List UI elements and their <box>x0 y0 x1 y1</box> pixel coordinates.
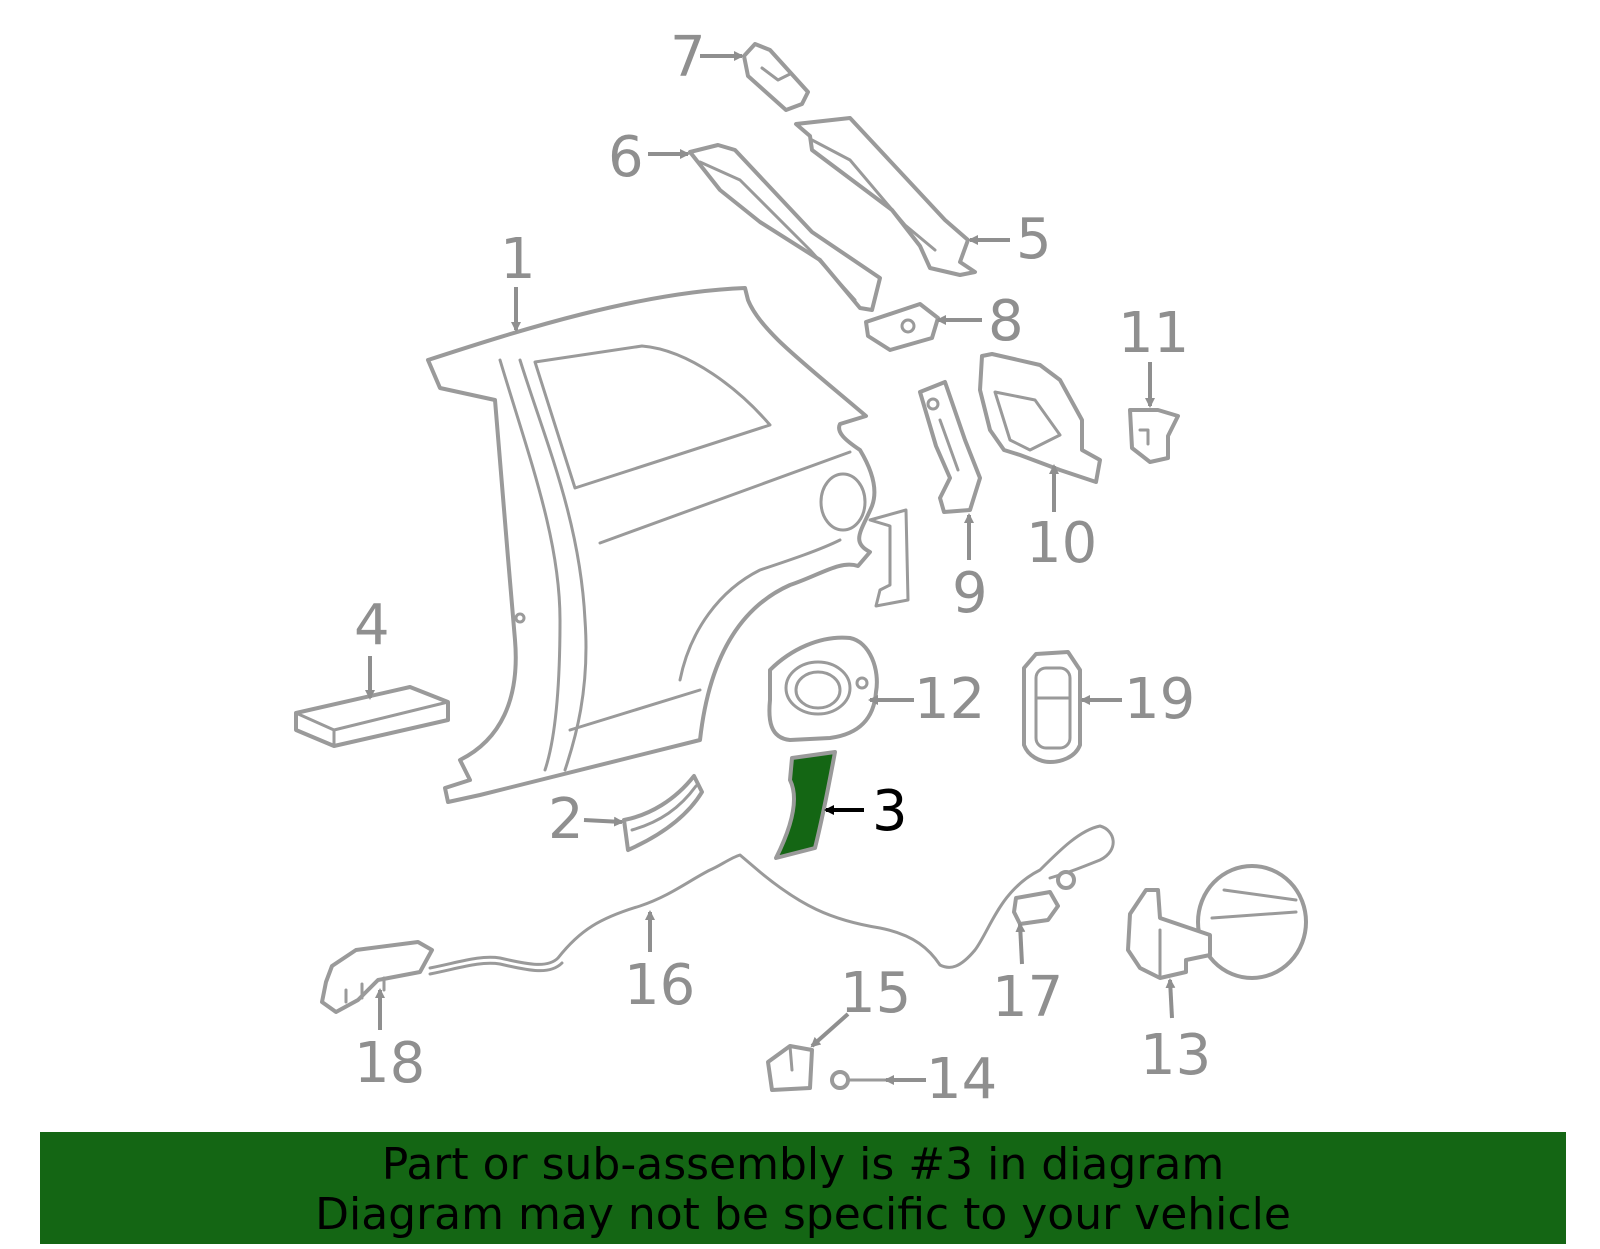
callout-12: 12 <box>914 667 985 732</box>
callout-labels: 1 2 3 4 5 6 7 8 9 10 11 12 13 14 15 16 1… <box>354 25 1211 1112</box>
callout-7: 7 <box>670 25 706 90</box>
callout-13: 13 <box>1140 1023 1211 1088</box>
leader-13 <box>1165 978 1176 1019</box>
callout-16: 16 <box>624 953 695 1018</box>
part-16-cable <box>428 824 1115 976</box>
callout-15: 15 <box>840 961 911 1026</box>
part-10-panel <box>978 352 1102 484</box>
callout-4: 4 <box>354 593 390 658</box>
info-banner: Part or sub-assembly is #3 in diagram Di… <box>40 1132 1566 1244</box>
part-13-fuel-door <box>1126 864 1308 980</box>
part-11-clip <box>1128 408 1180 464</box>
callout-19: 19 <box>1124 667 1195 732</box>
leader-17 <box>1015 922 1026 965</box>
callout-10: 10 <box>1026 511 1097 576</box>
part-1-quarter-panel <box>426 286 910 804</box>
callout-9: 9 <box>952 561 988 626</box>
part-12-fuel-housing <box>767 635 879 742</box>
callout-11: 11 <box>1118 301 1189 366</box>
leader-2 <box>583 816 624 827</box>
part-4-pad <box>294 685 450 748</box>
part-6-inner-rail <box>688 143 882 312</box>
callout-17: 17 <box>992 965 1063 1030</box>
part-14-bolt <box>830 1070 888 1090</box>
callout-1: 1 <box>500 227 536 292</box>
part-19-pocket <box>1022 650 1082 764</box>
callout-14: 14 <box>926 1047 997 1112</box>
part-7-bracket <box>742 42 810 112</box>
callout-leaders <box>365 51 1176 1085</box>
part-18-latch <box>320 940 434 1014</box>
part-3-highlighted <box>774 750 837 860</box>
callout-5: 5 <box>1016 207 1052 272</box>
callout-18: 18 <box>354 1031 425 1096</box>
part-8-bracket <box>864 302 940 352</box>
callout-8: 8 <box>988 289 1024 354</box>
part-9-brace <box>918 380 982 514</box>
callout-2: 2 <box>548 787 584 852</box>
part-2-arch-molding <box>622 774 704 852</box>
banner-line-part: Part or sub-assembly is #3 in diagram <box>381 1139 1225 1190</box>
part-5-rail <box>794 116 977 277</box>
callout-6: 6 <box>608 125 644 190</box>
callout-3: 3 <box>872 779 908 844</box>
leader-15 <box>810 1012 850 1048</box>
banner-line-disclaimer: Diagram may not be specific to your vehi… <box>315 1189 1291 1240</box>
part-17-connector <box>1012 870 1076 926</box>
part-15-bracket <box>766 1044 814 1092</box>
